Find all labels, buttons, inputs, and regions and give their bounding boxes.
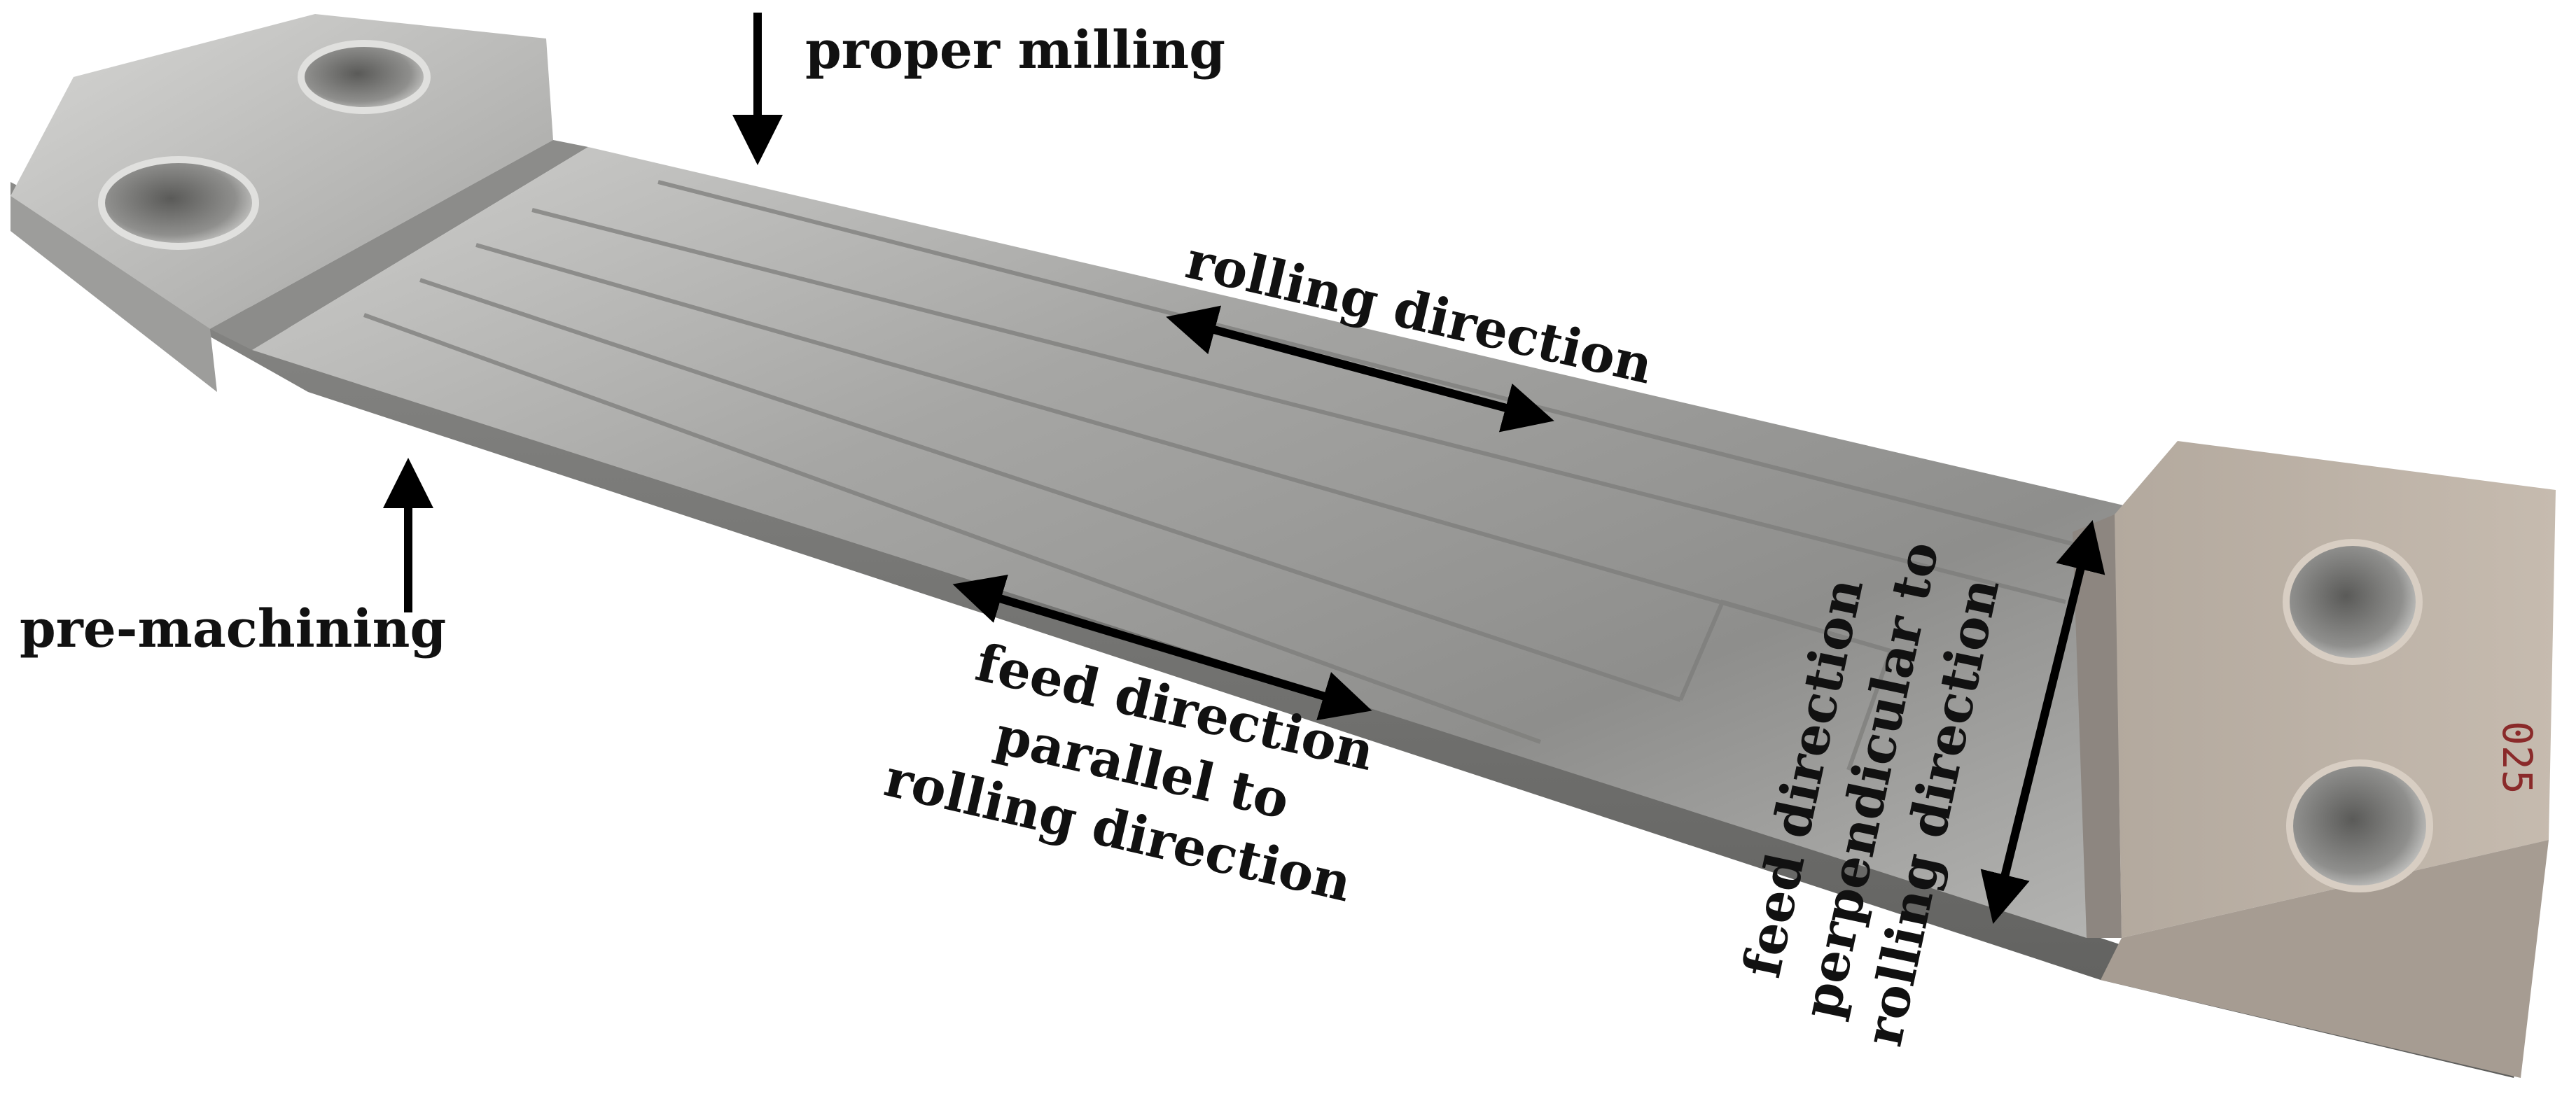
part-marking: 025 [2493,721,2541,794]
bolt-hole-icon [98,156,259,250]
bolt-hole-icon [2283,539,2423,665]
annotation-arrows [383,13,2105,924]
left-tab-front [11,196,217,392]
right-tab-top [2115,441,2556,938]
feed-perpendicular-arrow [1980,520,2105,924]
feed-parallel-arrow [952,574,1372,721]
rolling-direction-arrow [1166,305,1554,433]
bolt-hole-icon [298,40,431,114]
gauge-section-surface [252,147,2178,938]
label-proper-milling: proper milling [805,20,1225,80]
label-pre-machining: pre-machining [20,599,446,659]
right-tab-front [2101,840,2549,1078]
specimen-part: 025 [11,14,2556,1078]
left-tab-step [210,140,588,350]
bolt-hole-icon [2286,759,2433,892]
